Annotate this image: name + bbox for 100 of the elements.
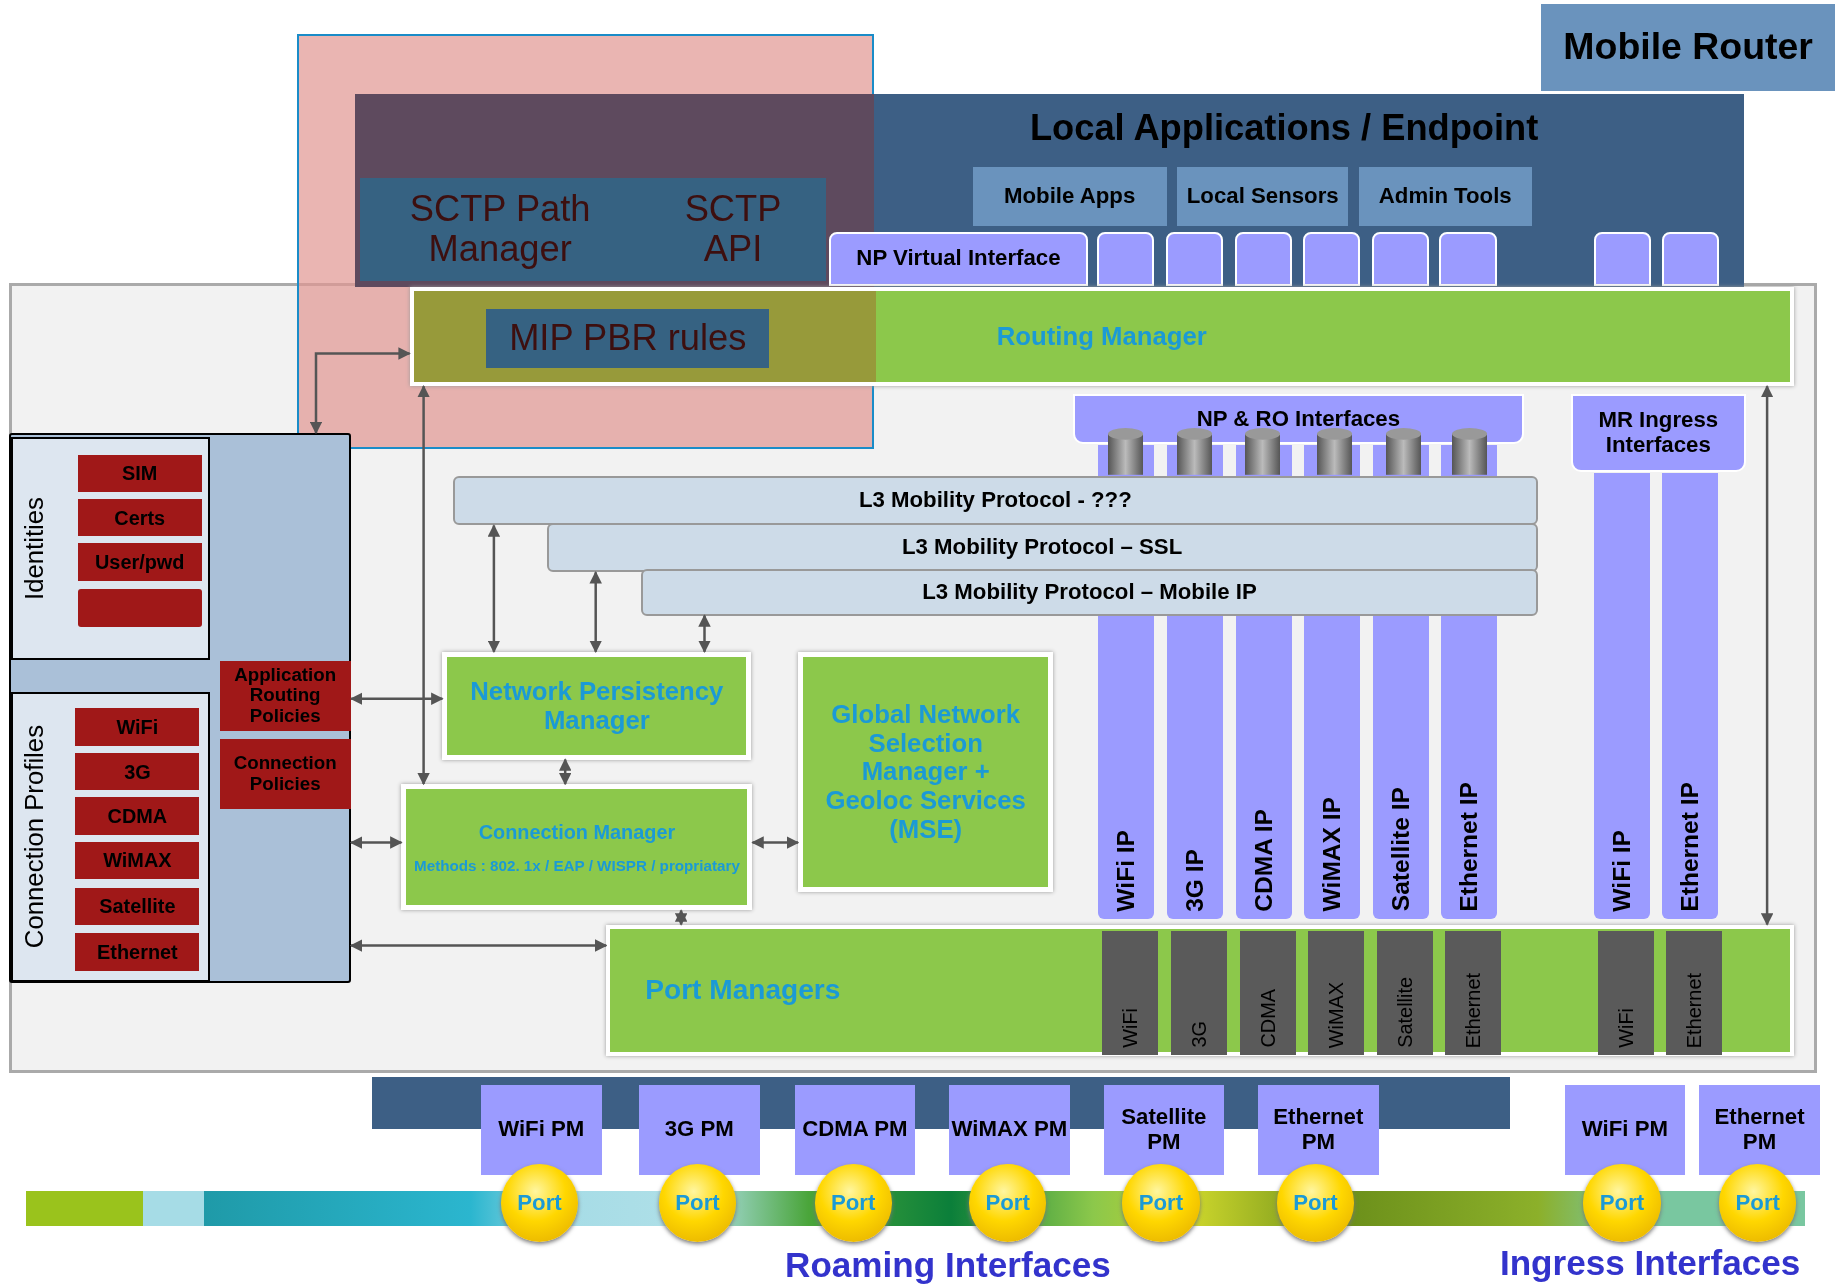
header-label: NP & RO Interfaces	[1196, 406, 1401, 432]
column-label: Ethernet IP	[1676, 781, 1704, 912]
profile-tag	[75, 933, 200, 971]
interface-tab	[1371, 231, 1429, 286]
application-box	[972, 167, 1167, 226]
interface-tab	[1302, 231, 1360, 286]
column-label: Ethernet IP	[1454, 781, 1483, 912]
port-circle	[500, 1164, 579, 1242]
slot-label: CDMA	[1256, 989, 1280, 1048]
profile-tag	[75, 797, 200, 835]
box-label: Global Network Selection Manager + Geoloc Services (MSE)	[824, 699, 1027, 844]
box-label: Admin Tools	[1378, 184, 1512, 209]
box-label: Mobile Apps	[1004, 184, 1136, 209]
port-label: Port	[675, 1190, 720, 1216]
ip-interface-column	[1593, 472, 1651, 919]
section-label: Roaming Interfaces	[784, 1245, 1112, 1286]
column-label: WiFi IP	[1608, 830, 1636, 912]
method-note: Methods : 802. 1x / EAP / WISPR / propriatary	[414, 856, 740, 874]
device-panel	[1541, 3, 1835, 92]
port-slot	[1239, 930, 1296, 1055]
protocol-box	[360, 177, 827, 281]
slot-label: Ethernet	[1461, 972, 1484, 1048]
group-title: Connection Profiles	[20, 725, 50, 949]
routing-manager-bar	[409, 286, 1795, 387]
port-circle	[658, 1164, 737, 1242]
box-label: SCTP Path Manager	[408, 188, 592, 270]
group-title: Identities	[20, 497, 50, 600]
box-label: Application Routing Policies	[233, 664, 338, 728]
manager-box	[401, 784, 753, 911]
tag-label: User/pwd	[95, 551, 185, 574]
double-arrow	[487, 524, 501, 654]
box-label: Network Persistency Manager	[469, 676, 725, 735]
profile-tag	[77, 543, 202, 581]
panel-heading: Mobile Router	[1563, 26, 1813, 69]
tag-label: WiFi	[116, 716, 159, 739]
port-label: Port	[1293, 1190, 1338, 1216]
port-label: Port	[1138, 1190, 1184, 1216]
tab-label: NP Virtual Interface	[856, 246, 1061, 272]
port-circle	[1122, 1164, 1200, 1242]
double-arrow	[417, 384, 430, 786]
rules-box	[486, 309, 770, 368]
port-circle	[1719, 1164, 1797, 1242]
box-label: Ethernet PM	[1713, 1105, 1806, 1155]
box-label: Connection Manager	[478, 820, 676, 843]
box-label: WiFi PM	[1581, 1117, 1668, 1143]
bar-label: L3 Mobility Protocol – SSL	[902, 535, 1183, 561]
bar-label: L3 Mobility Protocol – Mobile IP	[922, 579, 1257, 605]
slot-label: Ethernet	[1682, 972, 1705, 1048]
port-manager-box	[481, 1084, 602, 1175]
port-label: Port	[985, 1190, 1030, 1216]
protocol-bar	[641, 568, 1538, 616]
profile-group	[11, 437, 211, 660]
port-manager-box	[794, 1084, 916, 1175]
box-label: WiFi PM	[498, 1117, 585, 1143]
column-label: Satellite IP	[1387, 787, 1415, 912]
port-manager-bar	[606, 924, 1795, 1056]
bar-label: Routing Manager	[996, 322, 1207, 351]
double-arrow	[349, 692, 444, 705]
double-arrow	[1760, 384, 1774, 926]
policy-box	[219, 739, 351, 810]
profile-tag	[75, 708, 200, 746]
application-box	[1177, 167, 1349, 226]
column-label: WiFi IP	[1112, 830, 1140, 912]
port-label: Port	[1735, 1190, 1780, 1216]
manager-box	[442, 651, 752, 760]
port-circle	[814, 1164, 892, 1242]
header-label: MR Ingress Interfaces	[1597, 408, 1720, 458]
protocol-bar	[452, 476, 1538, 526]
port-slot	[1665, 930, 1722, 1055]
double-arrow	[751, 836, 800, 849]
policy-panel	[9, 433, 352, 984]
double-arrow	[698, 614, 711, 654]
port-label: Port	[1599, 1190, 1645, 1216]
protocol-bar	[546, 523, 1538, 573]
port-slot	[1170, 930, 1227, 1055]
profile-tag	[75, 887, 200, 925]
tag-label: Ethernet	[97, 940, 178, 964]
policy-box	[219, 660, 351, 732]
port-slot	[1101, 930, 1158, 1055]
box-label: MIP PBR rules	[509, 318, 747, 359]
port-slot	[1307, 930, 1364, 1055]
box-label: 3G PM	[664, 1117, 734, 1143]
ip-interface-column	[1661, 472, 1718, 919]
port-circle	[1583, 1164, 1661, 1242]
interface-tab	[1439, 231, 1497, 286]
tag-label: CDMA	[107, 805, 168, 828]
port-label: Port	[830, 1190, 876, 1216]
application-layer-panel	[354, 93, 1744, 287]
tag-label: SIM	[122, 462, 158, 485]
double-arrow	[589, 571, 602, 654]
profile-tag	[75, 841, 200, 880]
profile-tag	[77, 499, 202, 537]
interface-tab	[1165, 231, 1223, 286]
port-manager-box	[949, 1084, 1070, 1175]
column-label: CDMA IP	[1250, 808, 1278, 912]
tag-label: 3G	[124, 760, 151, 783]
box-label: Satellite PM	[1120, 1105, 1208, 1155]
double-arrow	[309, 347, 411, 435]
manager-box	[798, 651, 1054, 892]
profile-group	[11, 692, 211, 982]
